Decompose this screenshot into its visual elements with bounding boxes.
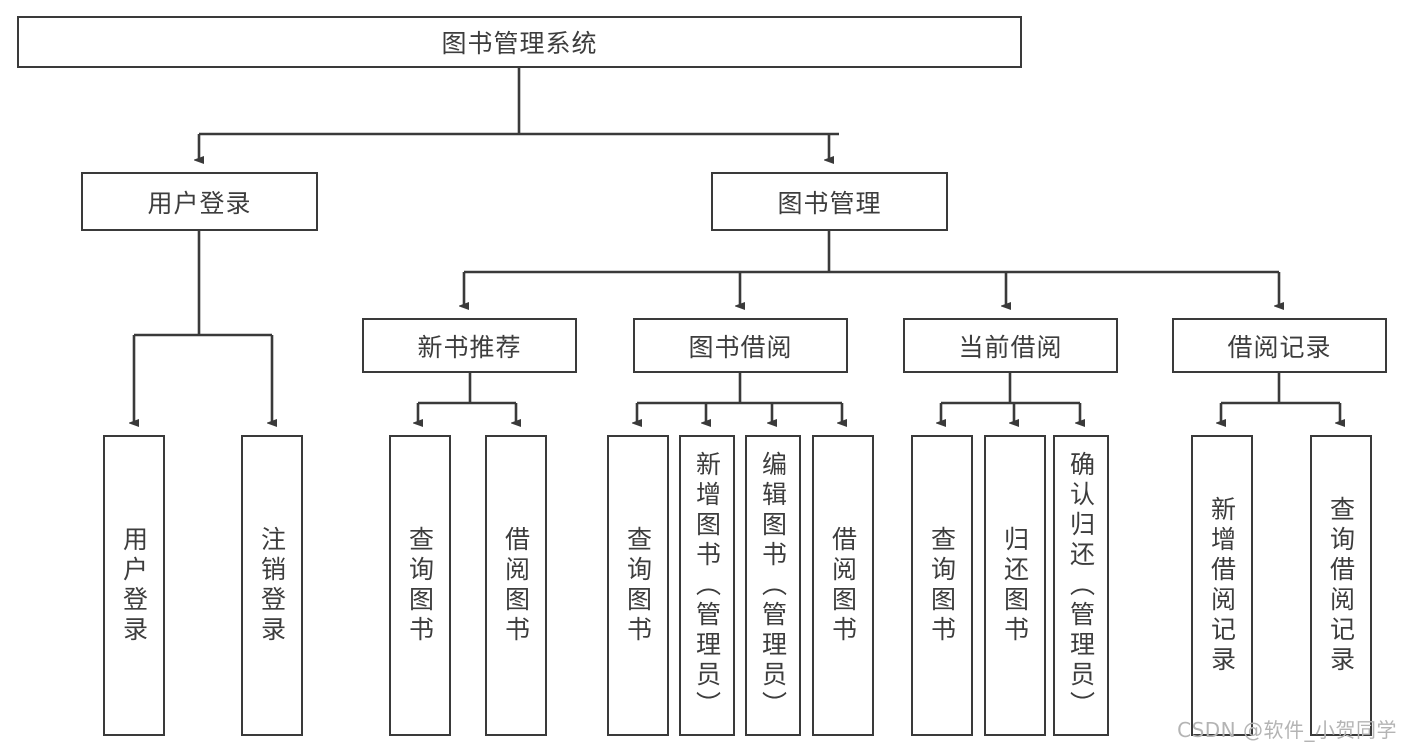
node-leaf-borrow-book-2-label: 借阅图书 [828,525,858,646]
node-user-login[interactable]: 用户登录 [81,172,318,231]
node-leaf-query-book-3[interactable]: 查询图书 [911,435,973,736]
node-leaf-query-record[interactable]: 查询借阅记录 [1310,435,1372,736]
node-leaf-borrow-book-2[interactable]: 借阅图书 [812,435,874,736]
node-root[interactable]: 图书管理系统 [17,16,1022,68]
node-leaf-user-logout-label: 注销登录 [257,525,287,646]
node-new-book-rec-label: 新书推荐 [417,332,522,362]
node-leaf-query-book-2-label: 查询图书 [623,525,653,646]
node-leaf-add-book[interactable]: 新增图书（管理员） [679,435,735,736]
watermark-text: CSDN @软件_小贺同学 [1177,718,1397,742]
node-leaf-confirm-return-label: 确认归还（管理员） [1066,450,1096,721]
node-leaf-confirm-return[interactable]: 确认归还（管理员） [1053,435,1109,736]
node-leaf-add-record[interactable]: 新增借阅记录 [1191,435,1253,736]
node-book-borrow-label: 图书借阅 [688,332,793,362]
node-leaf-return-book[interactable]: 归还图书 [984,435,1046,736]
node-user-login-label: 用户登录 [147,188,252,218]
node-borrow-record-label: 借阅记录 [1227,332,1332,362]
node-leaf-user-login[interactable]: 用户登录 [103,435,165,736]
node-leaf-add-book-label: 新增图书（管理员） [692,450,722,721]
node-leaf-query-book-1[interactable]: 查询图书 [389,435,451,736]
node-leaf-borrow-book-1-label: 借阅图书 [501,525,531,646]
node-leaf-add-record-label: 新增借阅记录 [1207,495,1237,676]
node-current-borrow-label: 当前借阅 [958,332,1063,362]
node-root-label: 图书管理系统 [441,29,598,58]
node-leaf-user-logout[interactable]: 注销登录 [241,435,303,736]
node-leaf-edit-book-label: 编辑图书（管理员） [758,450,788,721]
node-leaf-user-login-label: 用户登录 [119,525,149,646]
node-leaf-query-book-3-label: 查询图书 [927,525,957,646]
node-current-borrow[interactable]: 当前借阅 [903,318,1118,373]
node-book-manage-label: 图书管理 [777,188,882,218]
node-new-book-rec[interactable]: 新书推荐 [362,318,577,373]
node-borrow-record[interactable]: 借阅记录 [1172,318,1387,373]
node-leaf-query-book-2[interactable]: 查询图书 [607,435,669,736]
node-book-borrow[interactable]: 图书借阅 [633,318,848,373]
node-leaf-query-record-label: 查询借阅记录 [1326,495,1356,676]
node-leaf-borrow-book-1[interactable]: 借阅图书 [485,435,547,736]
node-leaf-return-book-label: 归还图书 [1000,525,1030,646]
node-leaf-query-book-1-label: 查询图书 [405,525,435,646]
node-book-manage[interactable]: 图书管理 [711,172,948,231]
node-leaf-edit-book[interactable]: 编辑图书（管理员） [745,435,801,736]
